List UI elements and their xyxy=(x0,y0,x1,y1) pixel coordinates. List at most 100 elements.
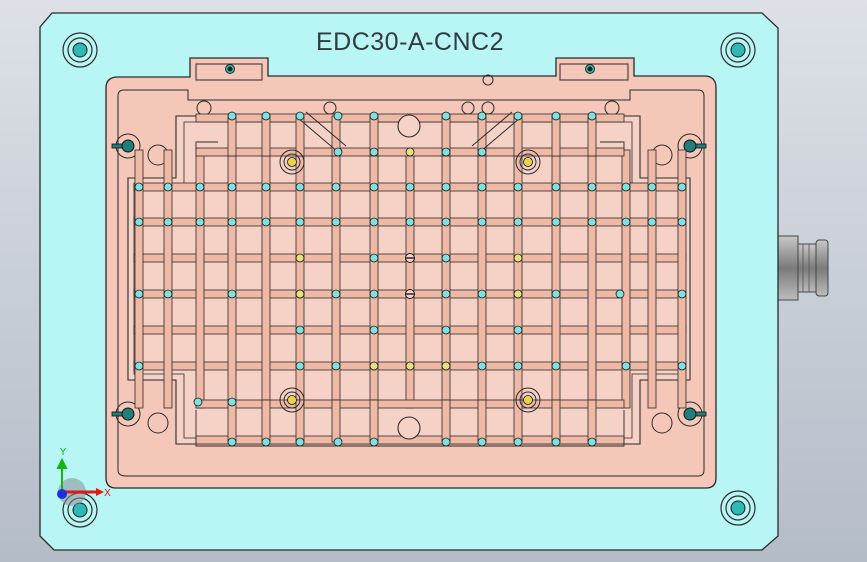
pin-hole-cyan xyxy=(551,361,561,371)
pin-hole-cyan xyxy=(295,325,305,335)
pin-hole-cyan xyxy=(677,182,687,192)
ejector-pin-top-left[interactable] xyxy=(279,149,305,175)
pin-hole-cyan xyxy=(621,217,631,227)
pin-hole-yellow xyxy=(405,361,415,371)
pin-hole-cyan xyxy=(513,217,523,227)
insert-top-tab-left xyxy=(195,63,263,81)
pin-hole-cyan xyxy=(587,111,597,121)
pin-hole-cyan xyxy=(295,182,305,192)
pin-hole-cyan xyxy=(621,361,631,371)
pin-hole-cyan xyxy=(513,182,523,192)
pin-hole-cyan xyxy=(513,437,523,447)
pin-hole-cyan xyxy=(369,289,379,299)
pin-hole-cyan xyxy=(647,182,657,192)
pin-hole-cyan xyxy=(513,111,523,121)
pin-hole-cyan xyxy=(551,289,561,299)
pin-hole-cyan xyxy=(227,111,237,121)
gate-boss-top xyxy=(397,114,421,138)
ejector-pin-top-right[interactable] xyxy=(515,149,541,175)
pin-hole-cyan xyxy=(441,111,451,121)
corner-bolt-top-right[interactable] xyxy=(720,32,756,68)
channel-riser-top xyxy=(587,115,597,157)
x-axis-arrow xyxy=(96,488,104,496)
channel-vertical xyxy=(647,149,657,409)
pin-hole-cyan xyxy=(441,289,451,299)
pin-hole-cyan xyxy=(513,361,523,371)
channel-riser-bottom xyxy=(331,399,341,443)
channel-vertical xyxy=(134,149,144,409)
pin-hole-cyan xyxy=(477,289,487,299)
channel-riser-top xyxy=(227,115,237,157)
side-screw-bottom-left[interactable] xyxy=(111,401,169,434)
pin-hole-cyan xyxy=(441,147,451,157)
side-screw-top-left[interactable] xyxy=(111,133,169,166)
channel-vertical xyxy=(621,149,631,409)
pin-hole-yellow xyxy=(513,253,523,263)
pin-hole-cyan xyxy=(295,437,305,447)
pin-hole-cyan xyxy=(551,111,561,121)
pin-hole-cyan xyxy=(195,182,205,192)
pin-hole-cyan xyxy=(551,217,561,227)
pin-hole-cyan xyxy=(441,182,451,192)
pin-hole-cyan xyxy=(195,217,205,227)
pin-hole-cyan xyxy=(134,217,144,227)
pin-hole-cyan xyxy=(677,217,687,227)
channel-riser-bottom xyxy=(261,399,271,443)
pin-hole-cyan xyxy=(587,182,597,192)
pin-hole-cyan xyxy=(227,437,237,447)
pin-hole-cyan xyxy=(551,182,561,192)
pin-hole-cyan xyxy=(621,182,631,192)
pin-hole-cyan xyxy=(163,182,173,192)
pin-hole-cyan xyxy=(331,289,341,299)
pin-hole-cyan xyxy=(295,111,305,121)
pin-hole-cyan xyxy=(477,182,487,192)
pin-hole-cyan xyxy=(615,289,625,299)
side-screw-top-right[interactable] xyxy=(651,133,707,166)
channel-vertical xyxy=(163,149,173,409)
pin-hole-cyan xyxy=(227,217,237,227)
channel-riser-bottom xyxy=(551,399,561,443)
pin-hole-cyan xyxy=(369,437,379,447)
z-axis-dot xyxy=(57,489,67,499)
channel-riser-top xyxy=(551,115,561,157)
y-axis-label: Y xyxy=(59,447,67,458)
pin-hole-cyan xyxy=(261,182,271,192)
pin-hole-cyan xyxy=(163,289,173,299)
pin-hole-cyan xyxy=(369,182,379,192)
pin-hole-cyan xyxy=(331,361,341,371)
axis-triad: Y X xyxy=(56,447,111,506)
pin-hole-cyan xyxy=(369,111,379,121)
pin-hole-cyan xyxy=(163,217,173,227)
pin-hole-yellow xyxy=(405,147,415,157)
ejector-pin-bottom-right[interactable] xyxy=(515,387,541,413)
pin-hole-cyan xyxy=(333,111,343,121)
pin-hole-cyan xyxy=(441,253,451,263)
pin-hole-cyan xyxy=(477,111,487,121)
x-axis-label: X xyxy=(104,488,111,499)
corner-bolt-bottom-right[interactable] xyxy=(720,490,756,526)
insert-top-tab-right xyxy=(559,63,629,81)
pin-holes xyxy=(134,111,687,447)
pin-hole-cyan xyxy=(677,361,687,371)
side-screw-bottom-right[interactable] xyxy=(651,401,707,434)
pin-hole-cyan xyxy=(331,217,341,227)
channel-diagonals xyxy=(297,111,521,153)
pin-hole-cyan xyxy=(677,289,687,299)
y-axis-arrow xyxy=(56,457,68,490)
pin-hole-cyan xyxy=(333,147,343,157)
pin-hole-cyan xyxy=(551,437,561,447)
pin-hole-cyan xyxy=(134,182,144,192)
channel-riser-bottom xyxy=(369,399,379,443)
insert-inner-step xyxy=(117,89,705,477)
ejector-pin-bottom-left[interactable] xyxy=(279,387,305,413)
side-connector[interactable] xyxy=(777,235,829,301)
pin-hole-cyan xyxy=(193,397,203,407)
pin-hole-cyan xyxy=(441,217,451,227)
corner-bolt-top-left[interactable] xyxy=(62,32,98,68)
channel-riser-top xyxy=(261,115,271,157)
pin-hole-cyan xyxy=(477,147,487,157)
pin-hole-yellow xyxy=(369,361,379,371)
part-label: EDC30-A-CNC2 xyxy=(316,28,504,56)
